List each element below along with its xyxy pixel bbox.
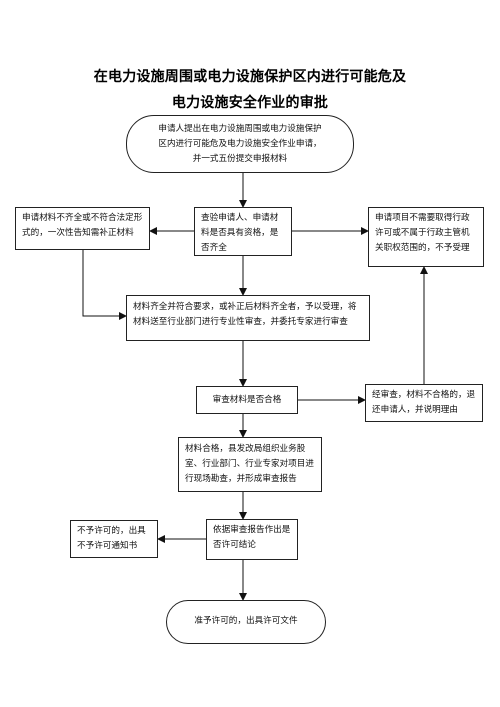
node-not-scope: 申请项目不需要取得行政许可或不属于行政主管机关职权范围的，不予受理 [368, 207, 484, 267]
diagram-title-line2: 电力设施安全作业的审批 [171, 95, 329, 111]
node-site-survey: 材料合格，县发改局组织业务股室、行业部门、行业专家对项目进行现场勘查，并形成审查… [178, 437, 322, 492]
node-reject: 经审查，材料不合格的，退还申请人，并说明理由 [365, 384, 483, 422]
node-deny: 不予许可的，出具不予许可通知书 [70, 520, 158, 558]
node-check: 查验申请人、申请材料是否具有资格，是否齐全 [194, 207, 292, 256]
node-accept: 材料齐全并符合要求，或补正后材料齐全者，予以受理，将材料送至行业部门进行专业性审… [126, 295, 370, 341]
node-incomplete: 申请材料不齐全或不符合法定形式的，一次性告知需补正材料 [15, 207, 150, 250]
node-grant: 准予许可的，出具许可文件 [166, 600, 326, 644]
diagram-title-line1: 在电力设施周围或电力设施保护区内进行可能危及 [93, 69, 407, 85]
node-start: 申请人提出在电力设施周围或电力设施保护区内进行可能危及电力设施安全作业申请，并一… [126, 115, 354, 173]
node-decision: 依据审查报告作出是否许可结论 [206, 519, 298, 560]
node-review: 审查材料是否合格 [196, 386, 298, 414]
arrow-incomplete-to-accept [82, 250, 127, 320]
